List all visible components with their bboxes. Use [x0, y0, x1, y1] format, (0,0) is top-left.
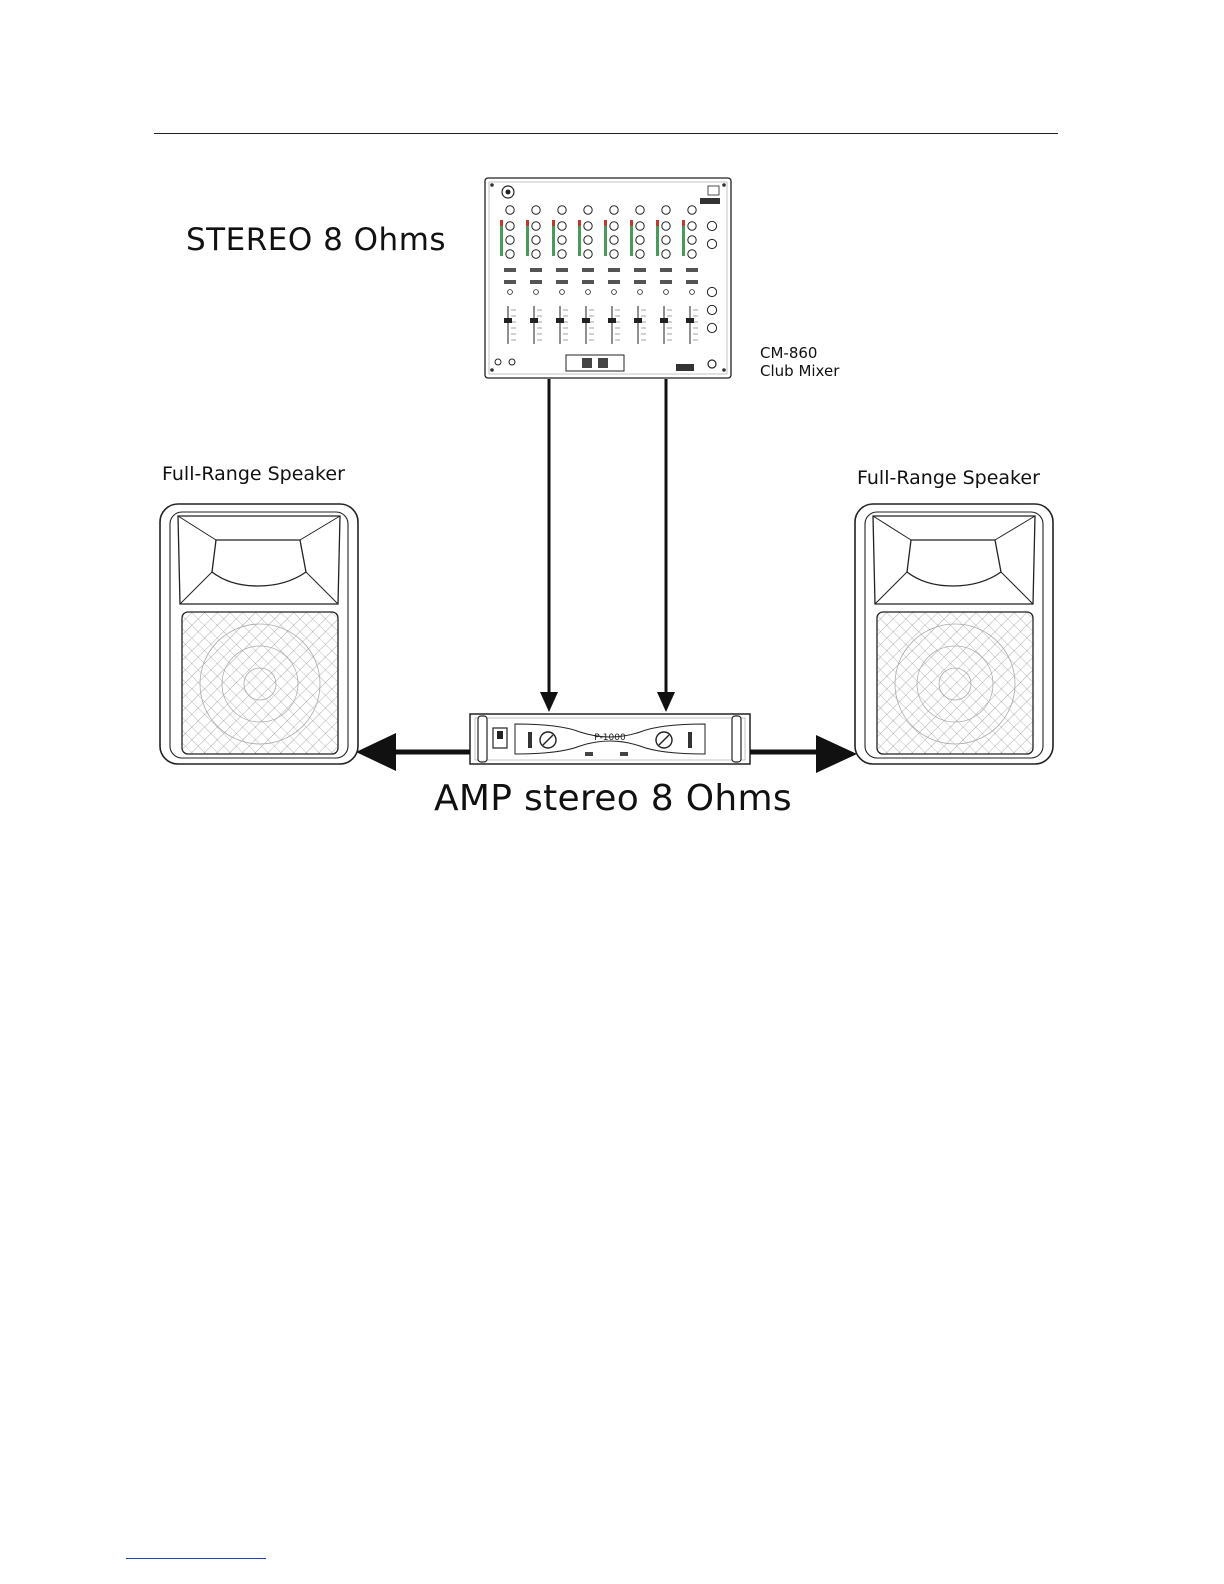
- left-speaker: [160, 504, 358, 764]
- output-arrow-left: [356, 733, 470, 771]
- mixer-unit: [485, 178, 731, 378]
- amp-panel-label: P-1000: [594, 733, 626, 743]
- output-arrow-right: [750, 735, 857, 773]
- signal-line-left: [540, 379, 558, 712]
- signal-line-right: [657, 379, 675, 712]
- right-speaker: [855, 504, 1053, 764]
- bottom-link-rule: [126, 1558, 266, 1559]
